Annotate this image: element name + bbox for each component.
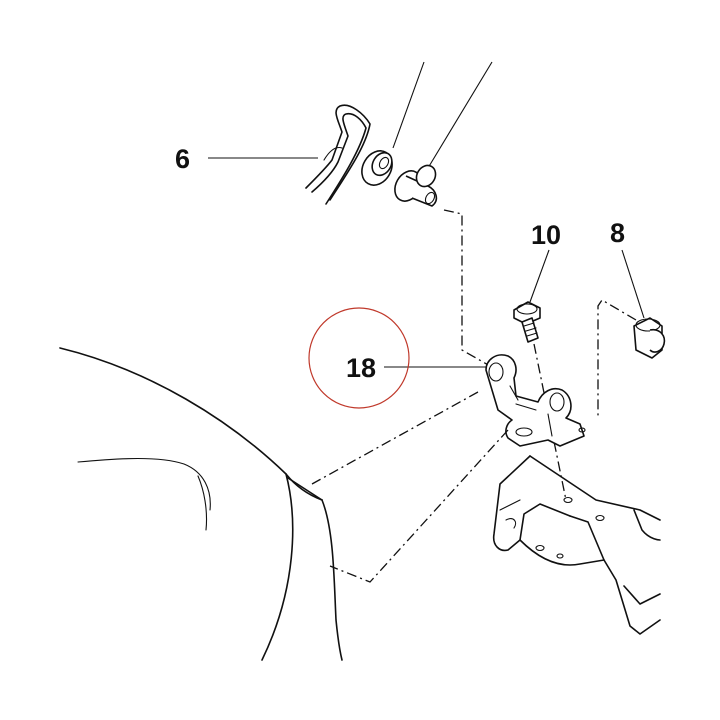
hood-assembly-line-upper <box>311 391 479 485</box>
bushing-assembly-line <box>443 209 491 367</box>
top-leader-lines <box>392 61 493 169</box>
bolt-part <box>513 301 541 343</box>
plug-assembly-line <box>597 299 637 418</box>
spring-clip-part <box>305 104 371 205</box>
callout-number-6: 6 <box>175 144 190 174</box>
hood-assembly-line-lower <box>329 429 509 583</box>
callout-number-18: 18 <box>346 353 376 383</box>
hinge-bracket-part <box>485 354 586 447</box>
bushing-part <box>394 164 438 207</box>
leader-line-8 <box>621 249 645 319</box>
lower-bracket-part <box>492 455 661 635</box>
leader-line-10 <box>529 249 550 303</box>
hood-panel <box>59 347 343 661</box>
highlight-circle <box>308 307 410 409</box>
plug-part <box>633 317 666 359</box>
bolt-center-line <box>533 343 567 501</box>
callout-number-10: 10 <box>531 220 561 250</box>
washer-part <box>361 150 393 186</box>
callout-number-8: 8 <box>610 218 625 248</box>
